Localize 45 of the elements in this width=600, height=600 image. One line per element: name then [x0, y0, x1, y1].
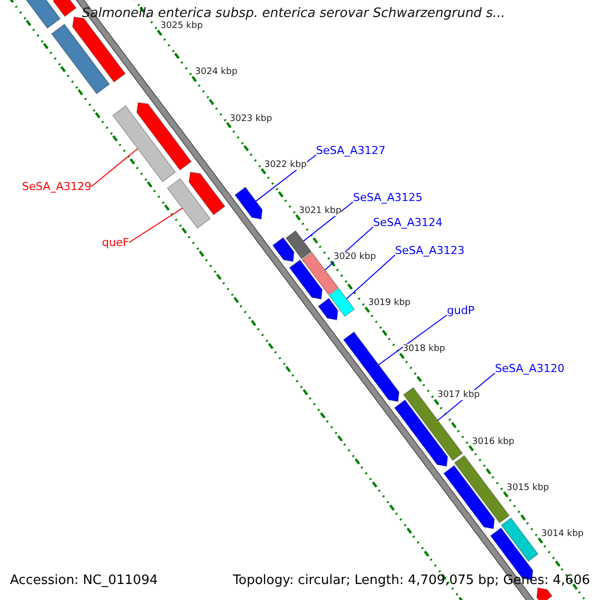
gene-block: [318, 298, 338, 320]
gene-block: [272, 236, 295, 262]
gene-bar: [328, 288, 356, 318]
leader-line: [346, 254, 396, 300]
gene-block: [52, 0, 77, 18]
gene-name: SeSA_A3123: [395, 244, 464, 257]
gene-name: SeSA_A3120: [495, 362, 564, 375]
leader-line: [128, 208, 183, 243]
leader-line: [90, 148, 138, 187]
scale-label: 3023 kbp: [230, 114, 272, 124]
gene-block: [536, 587, 553, 600]
gene-name: SeSA_A3125: [353, 191, 422, 204]
leader-line: [378, 314, 448, 366]
scale-label: 3014 kbp: [541, 528, 584, 539]
gene-bar: [112, 105, 176, 182]
scale-label: 3015 kbp: [506, 482, 549, 493]
scale-label: 3016 kbp: [472, 436, 514, 447]
gene-block: [443, 464, 495, 530]
gene-name: queF: [102, 236, 130, 249]
gene-name: SeSA_A3129: [22, 180, 92, 193]
scale-label: 3024 kbp: [195, 67, 238, 78]
gene-block: [288, 259, 323, 300]
scale-label: 3021 kbp: [298, 206, 342, 216]
gene-block: [234, 186, 263, 220]
gene-block: [136, 102, 192, 171]
gene-name: gudP: [447, 304, 475, 317]
gene-bar: [402, 386, 464, 462]
gene-block: [188, 172, 226, 216]
gene-block: [342, 331, 400, 402]
gene-bar: [500, 517, 539, 562]
gene-bar: [166, 178, 211, 229]
leader-line: [302, 202, 354, 242]
gene-name: SeSA_A3127: [316, 144, 386, 157]
scale-label: 3025 kbp: [160, 21, 203, 32]
footer-text: Accession: NC_011094: [10, 573, 158, 588]
gene-name: SeSA_A3124: [373, 216, 442, 229]
scale-label: 3022 kbp: [264, 160, 307, 170]
scale-label: 3018 kbp: [402, 344, 446, 354]
scale-label: 3017 kbp: [437, 390, 480, 400]
gene-bar: [285, 230, 312, 260]
gene-block: [394, 399, 448, 467]
gene-bar: [50, 24, 110, 94]
gene-block: [72, 16, 126, 83]
scale-label: 3019 kbp: [368, 298, 411, 308]
scale-label: 3020 kbp: [334, 252, 376, 262]
